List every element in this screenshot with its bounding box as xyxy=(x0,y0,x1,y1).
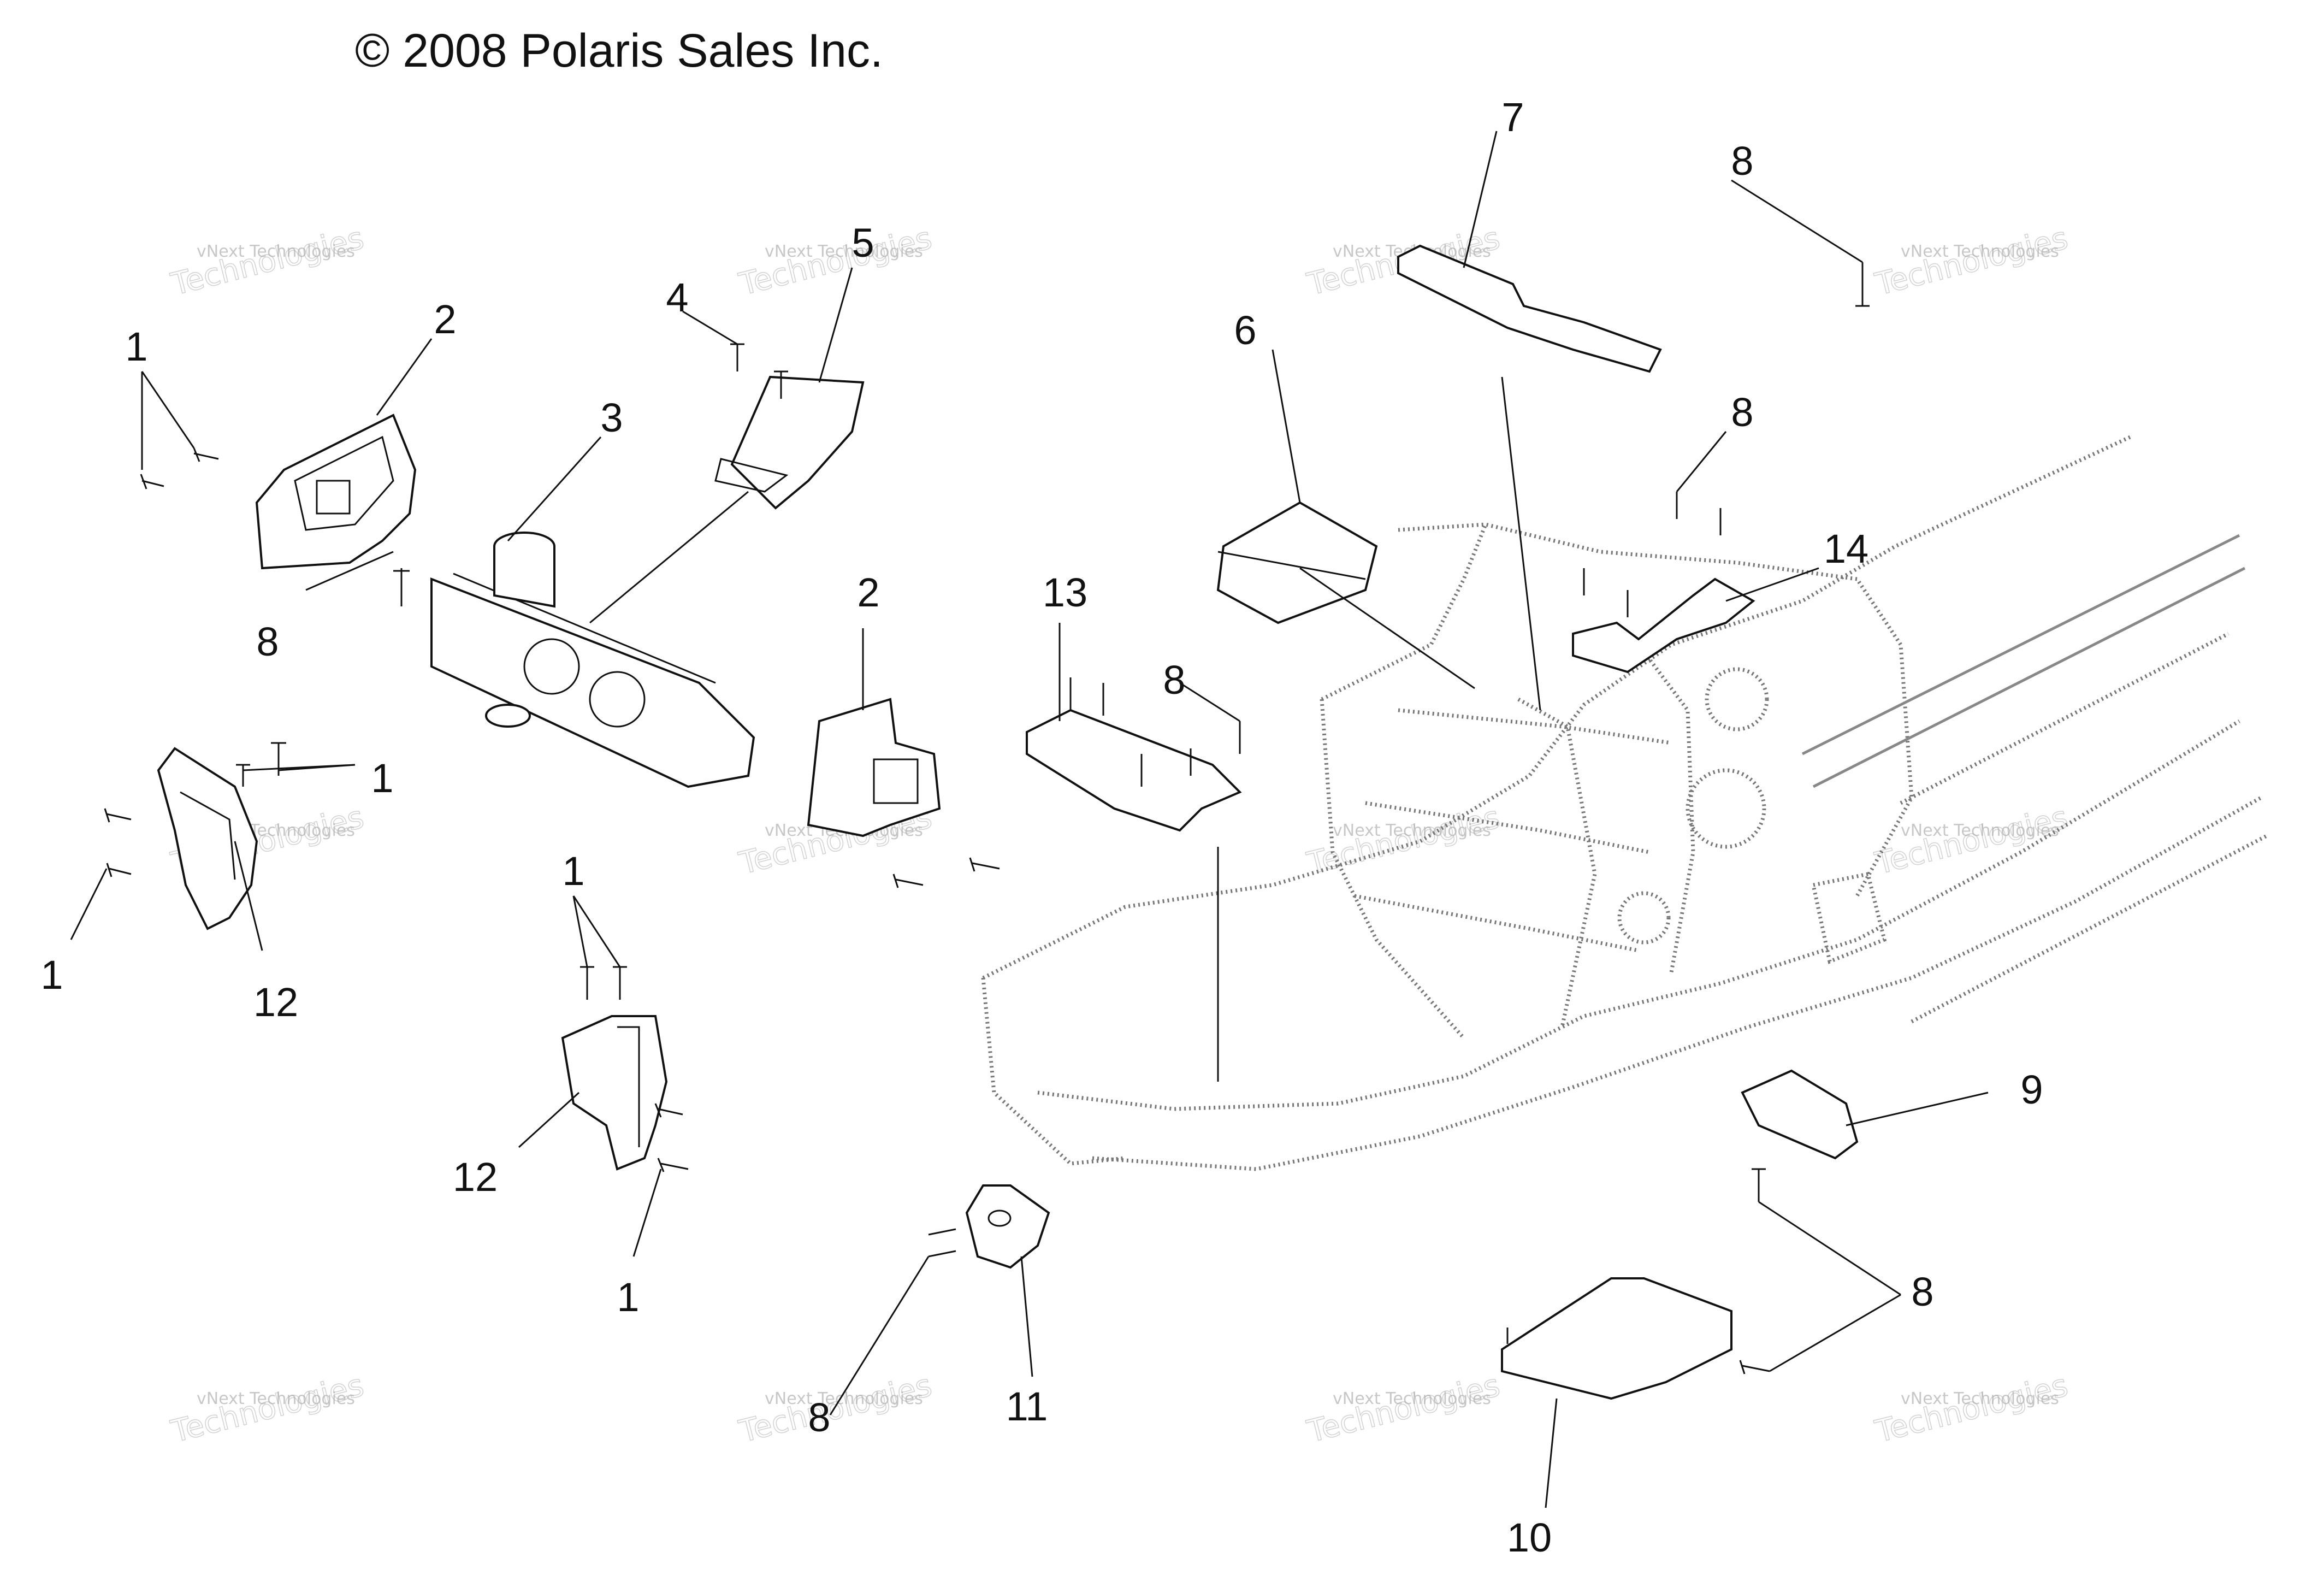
part-11-bracket xyxy=(965,1184,1050,1269)
callout-7: 7 xyxy=(1501,95,1524,140)
callout-9: 9 xyxy=(2020,1067,2043,1112)
callout-12: 12 xyxy=(253,980,298,1025)
part-2-bracket-left xyxy=(255,414,417,570)
part-13-plate xyxy=(1026,677,1242,832)
watermark: vNext Technologies xyxy=(1901,821,2059,840)
callout-8: 8 xyxy=(256,619,279,664)
callout-5: 5 xyxy=(851,220,874,266)
watermark: Technologies xyxy=(1872,1367,2072,1449)
watermark: Technologies xyxy=(1304,799,1504,881)
watermark: vNext Technologies xyxy=(197,1389,355,1408)
part-3-steering-housing xyxy=(430,532,755,788)
part-14-bracket xyxy=(1572,577,1755,674)
watermark: vNext Technologies xyxy=(1333,821,1491,840)
part-12-mount-left xyxy=(157,747,258,930)
chassis-frame xyxy=(981,435,2268,1171)
part-2-bracket-center xyxy=(807,698,941,837)
callout-6: 6 xyxy=(1234,308,1256,353)
watermark: Technologies xyxy=(736,220,936,302)
callout-labels: 1 2 3 4 5 6 7 8 8 8 8 8 8 2 1 1 12 1 12 … xyxy=(40,95,2043,1560)
callout-10: 10 xyxy=(1507,1515,1552,1560)
callout-1: 1 xyxy=(125,324,147,369)
callout-1: 1 xyxy=(40,952,63,998)
watermark: Technologies xyxy=(736,1367,936,1449)
watermark: vNext Technologies xyxy=(765,242,923,261)
callout-8: 8 xyxy=(808,1395,830,1440)
watermark: vNext Technologies xyxy=(1901,242,2059,261)
watermark: Technologies xyxy=(168,1367,368,1449)
watermark: vNext Technologies xyxy=(1333,1389,1491,1408)
part-9-plate xyxy=(1741,1069,1859,1160)
callout-14: 14 xyxy=(1824,526,1868,571)
callout-11: 11 xyxy=(1006,1384,1048,1429)
copyright-text: © 2008 Polaris Sales Inc. xyxy=(355,25,883,77)
watermark: Technologies xyxy=(1304,1367,1504,1449)
callout-8: 8 xyxy=(1163,657,1185,703)
callout-1: 1 xyxy=(562,848,584,894)
watermark: vNext Technologies xyxy=(1901,1389,2059,1408)
leader-lines xyxy=(70,131,1989,1508)
watermark: Technologies xyxy=(168,220,368,302)
part-10-plate xyxy=(1501,1277,1732,1400)
callout-1: 1 xyxy=(617,1275,639,1320)
callout-4: 4 xyxy=(666,275,688,320)
callout-3: 3 xyxy=(600,395,623,440)
callout-13: 13 xyxy=(1043,570,1087,615)
callout-8: 8 xyxy=(1731,390,1753,435)
callout-8: 8 xyxy=(1731,138,1753,184)
part-7-channel xyxy=(1397,244,1662,373)
callout-2: 2 xyxy=(857,570,879,615)
callout-1: 1 xyxy=(371,756,393,801)
callout-2: 2 xyxy=(434,297,456,342)
watermark: Technologies xyxy=(1872,220,2072,302)
watermark: vNext Technologies xyxy=(197,242,355,261)
watermark-group: vNext Technologies Technologies vNext Te… xyxy=(167,220,2072,1450)
part-5-cover xyxy=(714,375,865,510)
callout-12: 12 xyxy=(453,1154,498,1200)
part-12-mount-lower xyxy=(561,1015,668,1171)
callout-8: 8 xyxy=(1911,1269,1933,1314)
